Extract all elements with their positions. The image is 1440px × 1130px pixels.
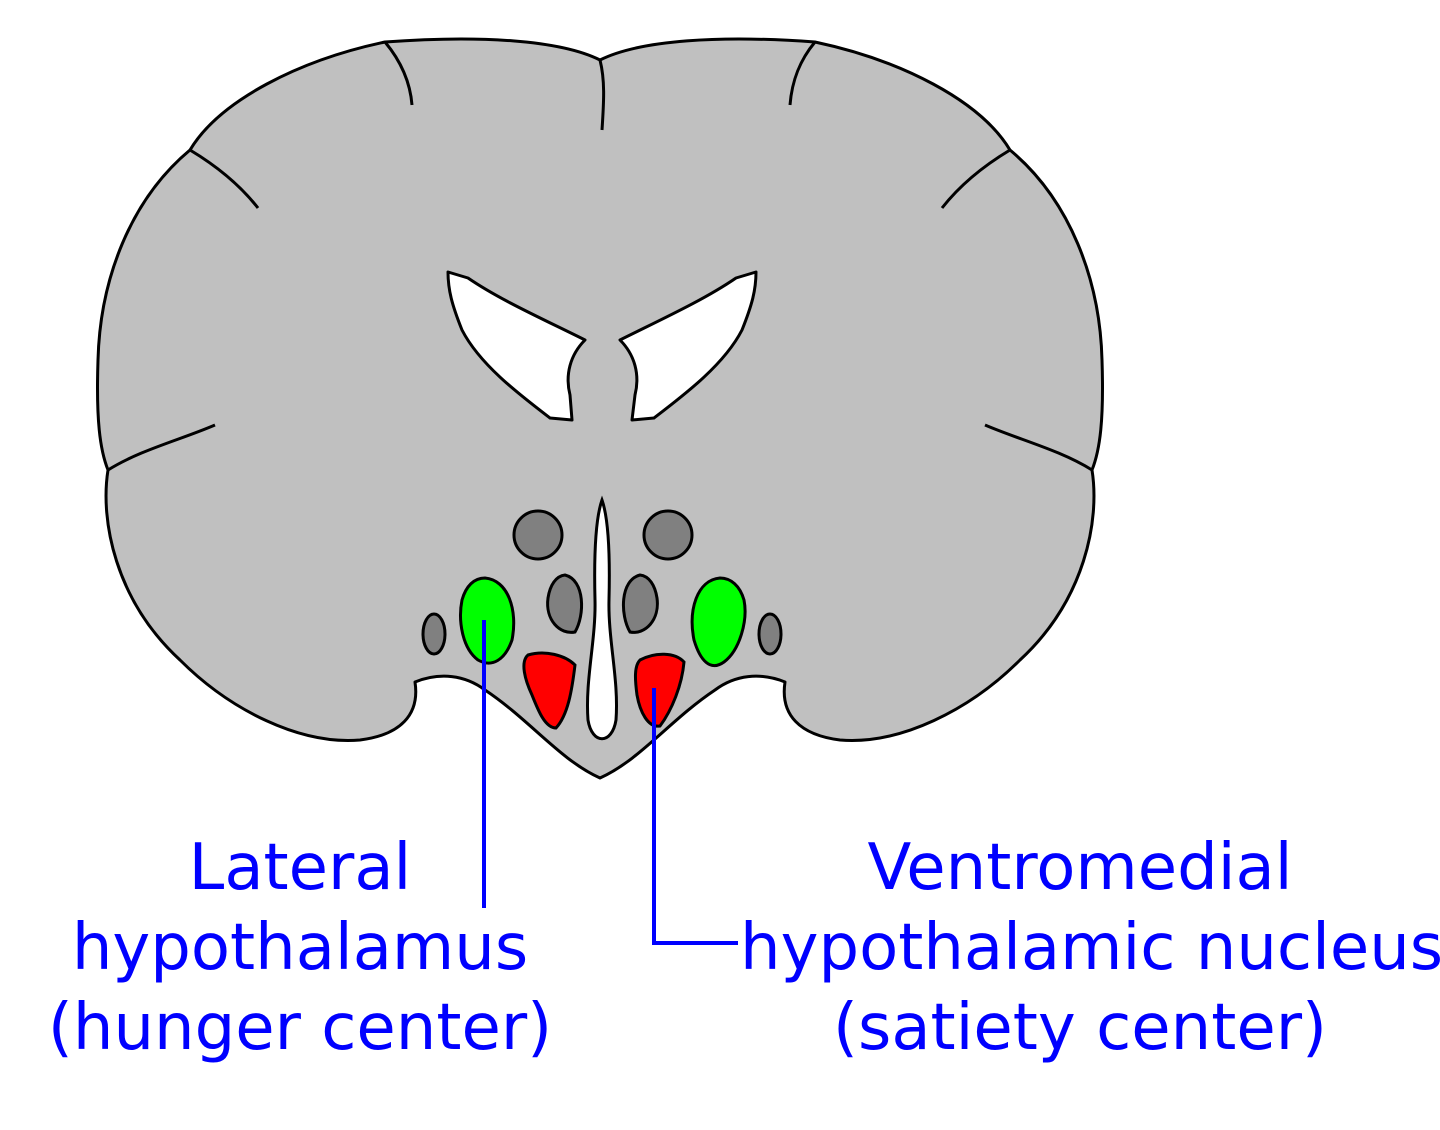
label-lateral-line2: hypothalamus [71,911,529,985]
brain-section [95,37,1105,780]
sulcus-right-lower [984,423,1093,472]
sulcus-right-upper [940,148,1011,209]
label-lateral-line1: Lateral [188,831,412,905]
label-lateral-line3: (hunger center) [47,991,553,1065]
label-ventromedial-line3: (satiety center) [833,991,1327,1065]
nucleus-gray-small-left [421,612,447,656]
label-ventromedial-nucleus: Ventromedial hypothalamic nucleus (satie… [740,828,1440,1068]
longitudinal-fissure [598,59,606,131]
nucleus-gray-mid-right [621,573,659,634]
ventromedial-nucleus-right [633,652,686,728]
nucleus-gray-small-right [757,612,783,656]
sulcus-left-lower [107,423,216,472]
sulcus-left-upper [189,148,260,209]
nucleus-gray-mid-left [546,573,584,634]
lateral-hypothalamus-left [459,576,516,665]
label-lateral-hypothalamus: Lateral hypothalamus (hunger center) [40,828,560,1068]
lateral-ventricle-left [446,270,587,422]
ventromedial-nucleus-left [522,651,577,730]
lateral-hypothalamus-right [690,576,747,668]
label-ventromedial-line2: hypothalamic nucleus [740,911,1440,985]
label-ventromedial-line1: Ventromedial [867,831,1293,905]
sulcus-right-top [788,41,817,106]
nucleus-gray-upper-right [642,509,694,561]
leader-line-ventromedial [652,688,738,945]
lateral-ventricle-right [618,270,758,422]
sulcus-left-top [383,41,414,106]
nucleus-gray-upper-left [512,509,564,561]
third-ventricle [586,495,618,741]
